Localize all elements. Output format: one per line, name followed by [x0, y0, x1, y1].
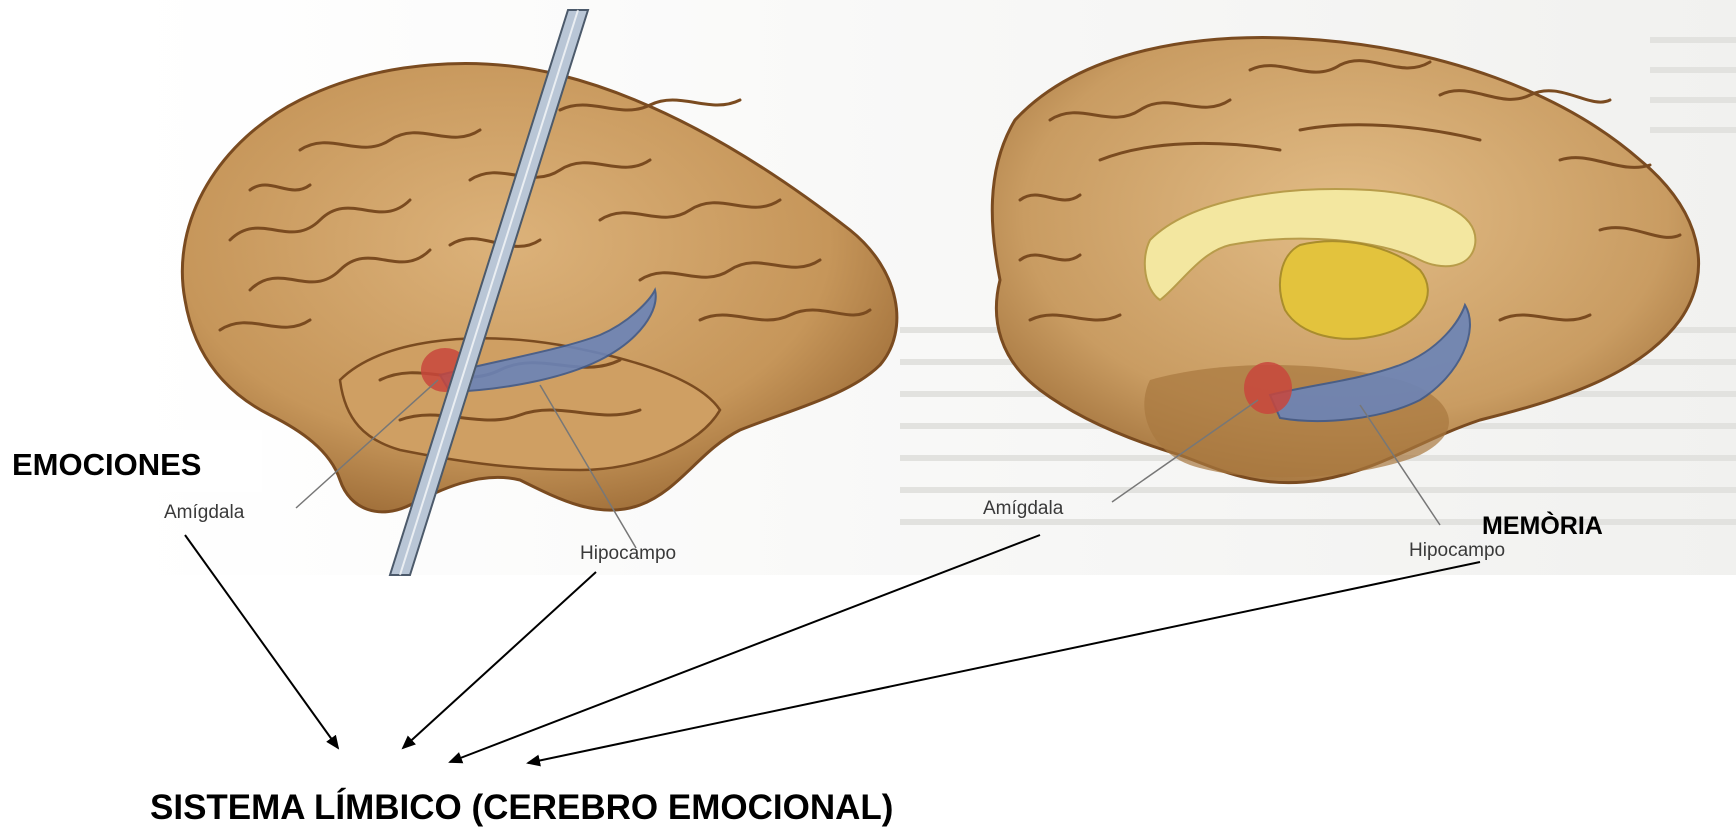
arrow — [403, 572, 596, 748]
arrow — [528, 562, 1480, 763]
emociones-label: EMOCIONES — [12, 447, 201, 483]
diagram-title: SISTEMA LÍMBICO (CEREBRO EMOCIONAL) — [150, 788, 893, 828]
left-hipocampo-label: Hipocampo — [580, 543, 676, 565]
right-hipocampo-label: Hipocampo — [1409, 540, 1505, 562]
memoria-label: MEMÒRIA — [1482, 512, 1603, 541]
left-amigdala-label: Amígdala — [164, 502, 244, 524]
right-amigdala-label: Amígdala — [983, 498, 1063, 520]
